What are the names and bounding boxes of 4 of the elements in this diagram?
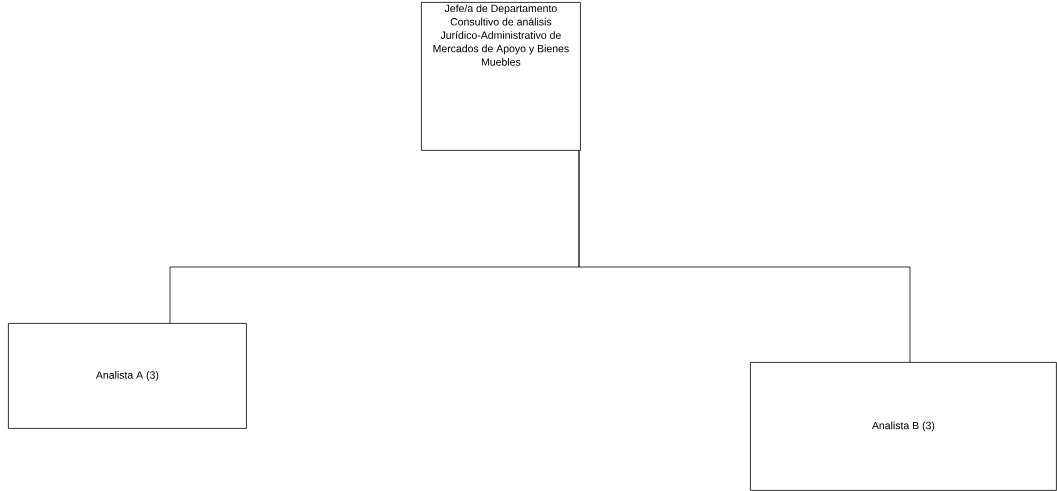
position-box: Analista B (3) [750, 362, 1057, 491]
connector-line [578, 150, 911, 363]
position-box: Jefe/a de Departamento Consultivo de análisis Jurídico-Administrativo de Mercados de Apoyo y Bienes Muebles [421, 2, 581, 151]
position-box: Analista A (3) [8, 323, 247, 429]
